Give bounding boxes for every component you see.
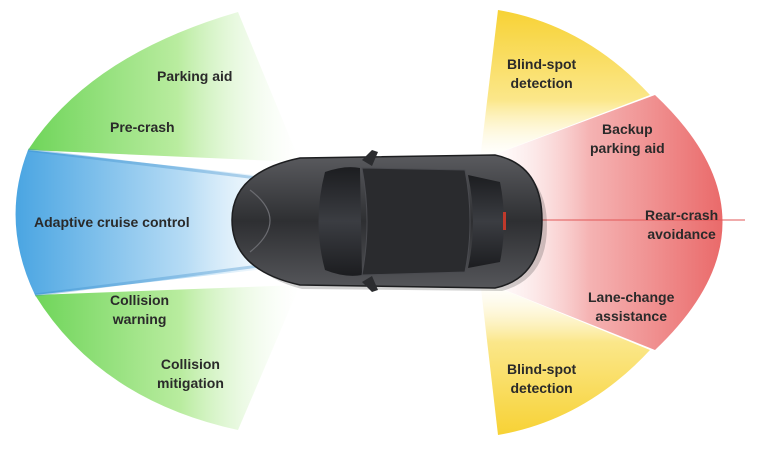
label-collision-mitigation: Collision mitigation xyxy=(157,356,224,391)
rear-red-zone xyxy=(480,95,723,350)
label-blind-spot-detection-top: Blind-spot detection xyxy=(507,56,577,91)
rear-yellow-top-zone xyxy=(480,10,650,160)
car-windshield xyxy=(318,167,362,276)
label-parking-aid: Parking aid xyxy=(157,68,233,84)
front-green-upper-zone xyxy=(28,12,300,162)
label-backup-parking-aid: Backup parking aid xyxy=(590,121,665,156)
label-lane-change-assistance: Lane-change assistance xyxy=(588,289,675,324)
car-top-view xyxy=(231,150,547,292)
front-beam-upper-divider xyxy=(27,148,291,184)
label-pre-crash: Pre-crash xyxy=(110,119,175,135)
car-rear-window xyxy=(468,175,504,268)
label-adaptive-cruise-control: Adaptive cruise control xyxy=(34,214,190,230)
front-beam-lower-divider xyxy=(34,260,291,297)
car-hood-line xyxy=(249,189,271,253)
front-green-lower-zone xyxy=(35,285,300,430)
car-mirror-top xyxy=(362,150,378,166)
car-roof xyxy=(361,167,471,276)
car-rear-light xyxy=(503,212,506,230)
label-rear-crash-avoidance: Rear-crash avoidance xyxy=(645,207,719,242)
label-blind-spot-detection-bottom: Blind-spot detection xyxy=(507,361,577,396)
rear-yellow-bottom-zone xyxy=(480,280,650,435)
label-collision-warning: Collision warning xyxy=(110,292,170,327)
car-mirror-bottom xyxy=(362,276,378,292)
front-blue-zone xyxy=(15,150,301,295)
